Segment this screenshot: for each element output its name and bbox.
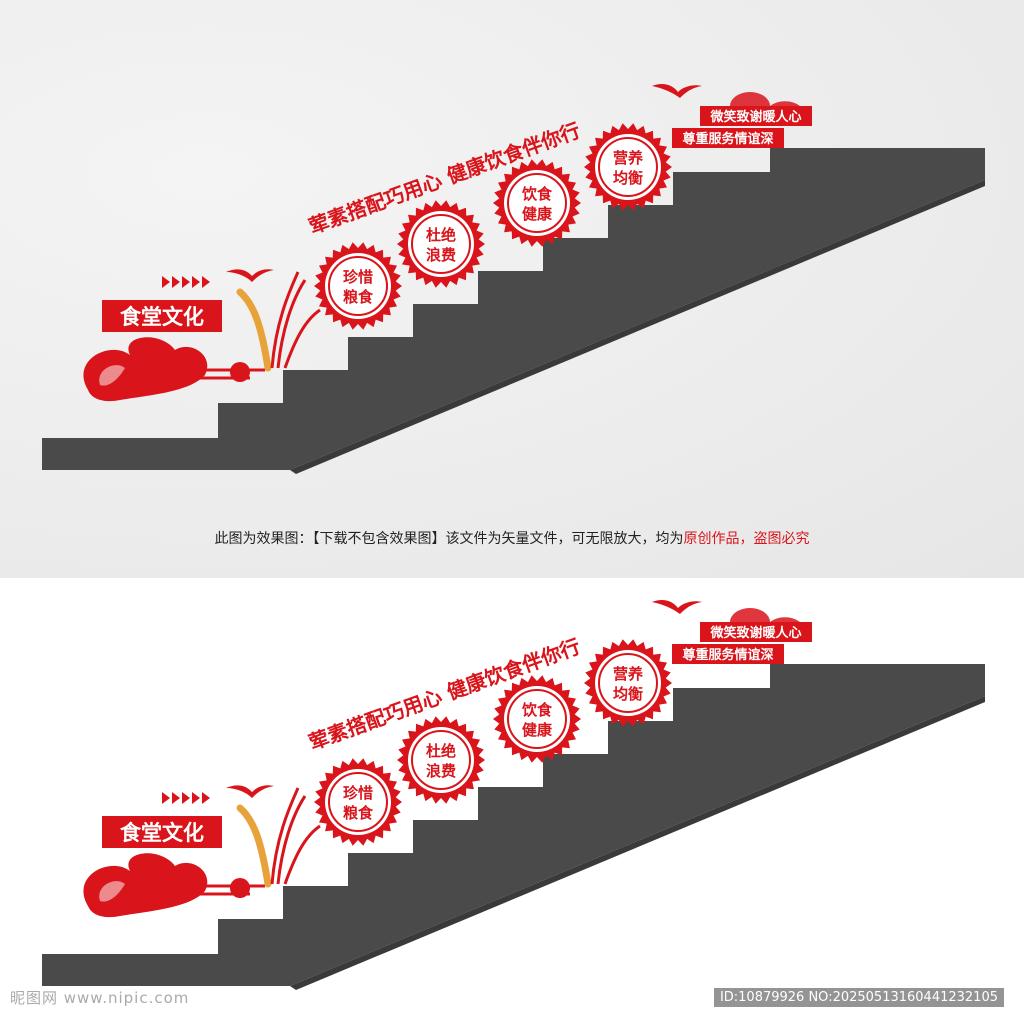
badge-ring xyxy=(507,173,567,233)
title-badge-bg xyxy=(102,816,222,848)
badge-line2: 浪费 xyxy=(426,762,456,780)
plaque-line1-bg xyxy=(700,622,812,642)
plaque-line1-bg xyxy=(700,106,812,126)
badge-ring xyxy=(598,653,658,713)
caption-text: 此图为效果图：【下载不包含效果图】该文件为矢量文件，可无限放大，均为原创作品，盗… xyxy=(0,528,1024,548)
plaque-line2: 尊重服务情谊深 xyxy=(682,647,773,663)
plaque-ornament xyxy=(730,92,800,106)
small-cloud xyxy=(230,878,250,898)
caption-highlight: 原创作品，盗图必究 xyxy=(683,531,810,547)
plaque-line2: 尊重服务情谊深 xyxy=(682,131,773,147)
title-badge-bg xyxy=(102,300,222,332)
badge-line2: 健康 xyxy=(522,721,553,739)
chevron-right-icon xyxy=(172,792,180,804)
badge-line1: 杜绝 xyxy=(426,742,456,760)
cloud-highlight xyxy=(99,365,125,386)
wheat-ornament xyxy=(236,787,321,888)
badge-ring xyxy=(328,772,388,832)
badge-inner xyxy=(408,211,474,277)
badge-inner xyxy=(325,769,391,835)
cloud-ornament xyxy=(83,853,208,918)
badge-inner xyxy=(595,650,661,716)
plaque-line1: 微笑致谢暖人心 xyxy=(709,109,801,125)
chevron-right-icon xyxy=(192,792,200,804)
grass-blade xyxy=(283,824,321,885)
badge-ring xyxy=(507,689,567,749)
plaque-line2-bg xyxy=(672,128,784,148)
cloud-ornament xyxy=(83,337,208,402)
plaque-line2-bg xyxy=(672,644,784,664)
staircase-edge xyxy=(290,180,985,474)
badge-line1: 饮食 xyxy=(521,701,553,719)
chevron-right-icon xyxy=(202,792,210,804)
grass-blade xyxy=(270,271,300,369)
watermark-id: ID:10879926 NO:20250513160441232105 xyxy=(713,988,1004,1007)
chevron-right-icon xyxy=(162,792,170,804)
caption-normal: 此图为效果图：【下载不包含效果图】该文件为矢量文件，可无限放大，均为 xyxy=(214,531,684,547)
badge-inner xyxy=(408,727,474,793)
chevron-right-icon xyxy=(202,276,210,288)
watermark-site: 昵图网 www.nipic.com xyxy=(10,989,190,1007)
plaque-ornament xyxy=(730,608,800,622)
title-badge: 食堂文化 xyxy=(120,305,204,329)
badge-ring xyxy=(598,137,658,197)
bird-icon xyxy=(226,785,274,798)
badge-ring xyxy=(411,214,471,274)
bird-icon xyxy=(652,600,702,614)
staircase-edge xyxy=(290,696,985,990)
wheat-ornament xyxy=(236,271,321,372)
grass-blade xyxy=(276,279,307,369)
cloud-highlight xyxy=(99,881,125,902)
badge-inner xyxy=(504,170,570,236)
badge-line1: 营养 xyxy=(613,149,644,167)
badge-inner xyxy=(595,134,661,200)
badge-line2: 浪费 xyxy=(426,246,456,264)
chevron-right-icon xyxy=(172,276,180,288)
chevron-right-icon xyxy=(182,792,190,804)
badge-line2: 粮食 xyxy=(343,804,374,822)
badge-line2: 均衡 xyxy=(613,169,643,187)
badge-line1: 珍惜 xyxy=(343,784,373,802)
wheat-stalk xyxy=(236,288,272,372)
small-cloud xyxy=(230,362,250,382)
title-badge: 食堂文化 xyxy=(120,821,204,845)
badge-line2: 粮食 xyxy=(343,288,374,306)
badge-line1: 营养 xyxy=(613,665,644,683)
badge-line1: 珍惜 xyxy=(343,268,373,286)
badge-inner xyxy=(325,253,391,319)
grass-blade xyxy=(270,787,300,885)
chevron-right-icon xyxy=(182,276,190,288)
badge-ring xyxy=(328,256,388,316)
chevron-right-icon xyxy=(162,276,170,288)
bird-icon xyxy=(652,84,702,98)
plaque-line1: 微笑致谢暖人心 xyxy=(709,625,801,641)
badge-inner xyxy=(504,686,570,752)
bird-icon xyxy=(226,269,274,282)
staircase-shape xyxy=(42,148,985,470)
grass-blade xyxy=(283,308,321,369)
badge-line1: 杜绝 xyxy=(426,226,456,244)
badge-line2: 均衡 xyxy=(613,685,643,703)
badge-ring xyxy=(411,730,471,790)
grass-blade xyxy=(276,795,307,885)
staircase-shape xyxy=(42,664,985,986)
wheat-stalk xyxy=(236,804,272,888)
badge-line2: 健康 xyxy=(522,205,553,223)
chevron-right-icon xyxy=(192,276,200,288)
badge-line1: 饮食 xyxy=(521,185,553,203)
